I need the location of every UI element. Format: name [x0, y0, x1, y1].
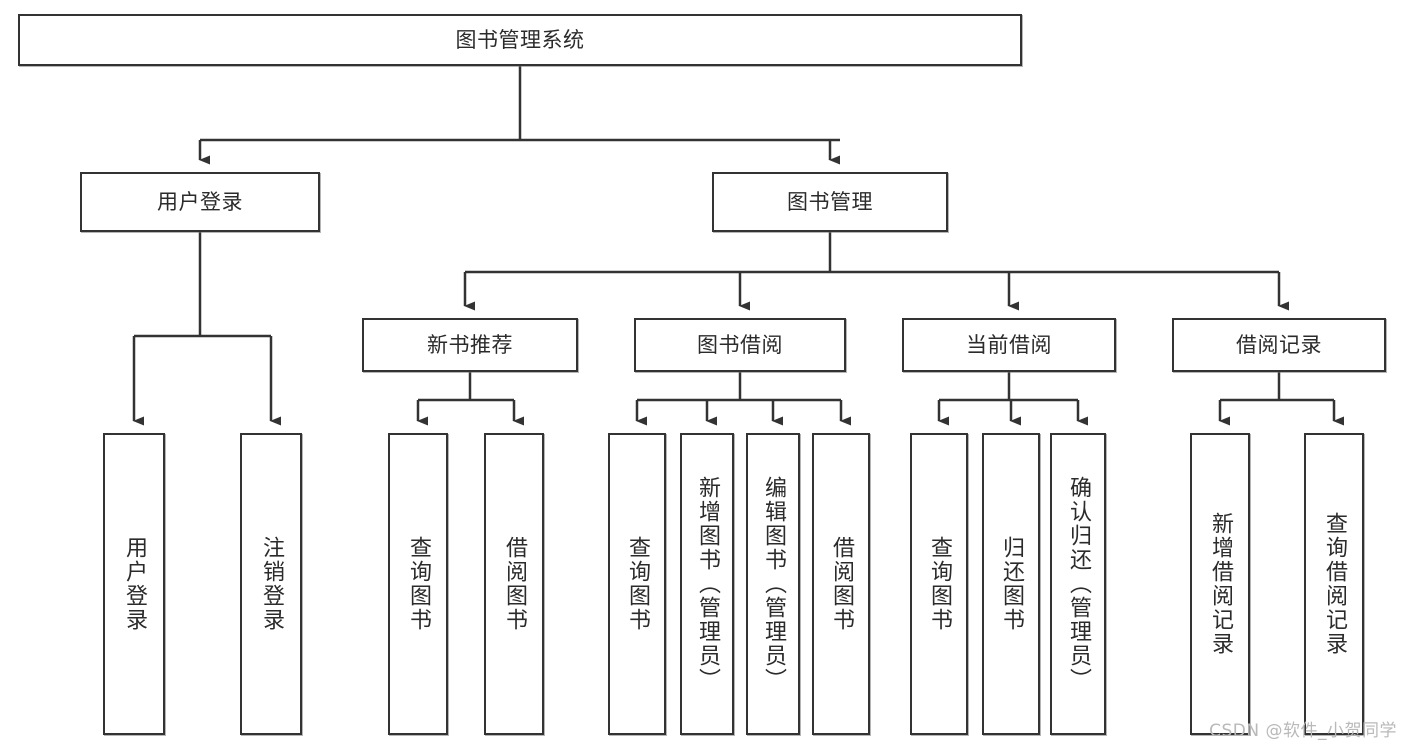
- leaf-user-login[interactable]: 用户登录: [103, 433, 165, 735]
- node-book-manage-label: 图书管理: [787, 189, 873, 214]
- node-root[interactable]: 图书管理系统: [18, 14, 1022, 66]
- leaf-current-query-book[interactable]: 查询图书: [910, 433, 968, 735]
- node-current-borrow[interactable]: 当前借阅: [902, 318, 1116, 372]
- node-user-login[interactable]: 用户登录: [80, 172, 320, 232]
- leaf-newbook-query-book-label: 查询图书: [406, 536, 431, 632]
- leaf-record-add-record-label: 新增借阅记录: [1208, 512, 1233, 656]
- leaf-borrow-query-book[interactable]: 查询图书: [608, 433, 666, 735]
- leaf-record-add-record[interactable]: 新增借阅记录: [1190, 433, 1250, 735]
- edge-group-record: [1218, 372, 1344, 426]
- leaf-borrow-add-book[interactable]: 新增图书（管理员）: [680, 433, 734, 735]
- leaf-newbook-borrow-book-label: 借阅图书: [502, 536, 527, 632]
- edge-group-borrow: [635, 372, 851, 426]
- node-user-login-label: 用户登录: [157, 189, 243, 214]
- node-new-book-recommend[interactable]: 新书推荐: [362, 318, 578, 372]
- leaf-user-logout[interactable]: 注销登录: [240, 433, 302, 735]
- leaf-current-return-book-label: 归还图书: [999, 536, 1024, 632]
- leaf-borrow-add-book-label: 新增图书（管理员）: [695, 476, 720, 692]
- leaf-user-logout-label: 注销登录: [259, 536, 284, 632]
- leaf-borrow-borrow-book-label: 借阅图书: [829, 536, 854, 632]
- node-root-label: 图书管理系统: [455, 27, 585, 52]
- leaf-borrow-borrow-book[interactable]: 借阅图书: [812, 433, 870, 735]
- leaf-borrow-edit-book-label: 编辑图书（管理员）: [761, 476, 786, 692]
- edge-group-root: [198, 66, 840, 165]
- node-book-manage[interactable]: 图书管理: [712, 172, 948, 232]
- leaf-newbook-query-book[interactable]: 查询图书: [388, 433, 448, 735]
- node-borrow-record[interactable]: 借阅记录: [1172, 318, 1386, 372]
- leaf-borrow-query-book-label: 查询图书: [625, 536, 650, 632]
- node-new-book-recommend-label: 新书推荐: [427, 332, 513, 357]
- node-current-borrow-label: 当前借阅: [966, 332, 1052, 357]
- node-borrow-record-label: 借阅记录: [1236, 332, 1322, 357]
- leaf-newbook-borrow-book[interactable]: 借阅图书: [484, 433, 544, 735]
- leaf-current-confirm-return[interactable]: 确认归还（管理员）: [1050, 433, 1106, 735]
- leaf-user-login-label: 用户登录: [122, 536, 147, 632]
- leaf-current-query-book-label: 查询图书: [927, 536, 952, 632]
- edge-group-user-login: [132, 232, 281, 426]
- leaf-current-return-book[interactable]: 归还图书: [982, 433, 1040, 735]
- leaf-record-query-record[interactable]: 查询借阅记录: [1304, 433, 1364, 735]
- edge-group-book-manage: [463, 232, 1289, 311]
- leaf-record-query-record-label: 查询借阅记录: [1322, 512, 1347, 656]
- edge-group-new-book: [416, 372, 524, 426]
- leaf-current-confirm-return-label: 确认归还（管理员）: [1066, 476, 1091, 692]
- node-book-borrow-label: 图书借阅: [697, 332, 783, 357]
- edge-group-current: [937, 372, 1088, 426]
- leaf-borrow-edit-book[interactable]: 编辑图书（管理员）: [746, 433, 800, 735]
- node-book-borrow[interactable]: 图书借阅: [634, 318, 846, 372]
